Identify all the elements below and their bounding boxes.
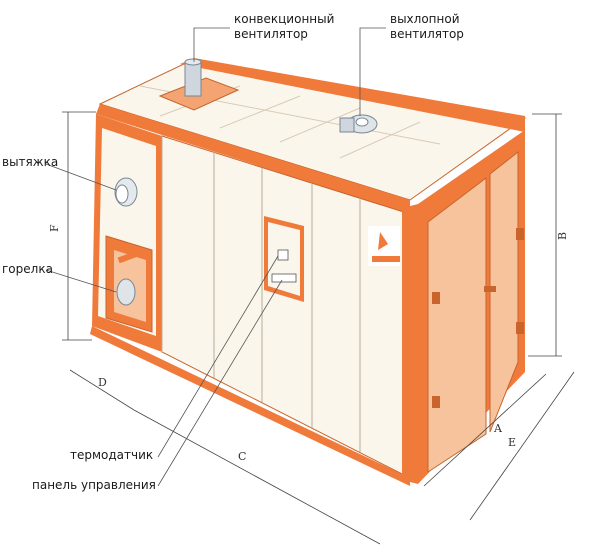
dimension-lines xyxy=(62,111,575,545)
dim-a-label: A xyxy=(493,422,503,435)
convection-fan xyxy=(158,58,240,111)
convection-fan-label-line2: вентилятор xyxy=(234,27,308,41)
dim-e-label: E xyxy=(508,436,516,449)
long-side-wall xyxy=(90,135,418,486)
dim-b-label: B xyxy=(556,232,569,240)
hood-label: вытяжка xyxy=(2,155,59,169)
convection-fan-label-line1: конвекционный xyxy=(234,12,335,26)
convection-fan-label: конвекционный вентилятор xyxy=(234,12,334,42)
burner-label: горелка xyxy=(2,262,53,276)
brand-plate xyxy=(368,226,400,266)
end-face-doors xyxy=(418,130,525,484)
control-panel-label: панель управления xyxy=(32,478,156,492)
dim-c-label: C xyxy=(238,450,246,463)
control-panel-box xyxy=(264,216,304,302)
exhaust-fan-label-line1: выхлопной xyxy=(390,12,460,26)
left-end-wall xyxy=(92,114,162,352)
exhaust-fan-label: выхлопной вентилятор xyxy=(390,12,464,42)
exhaust-fan xyxy=(339,114,378,134)
leader-lines xyxy=(45,27,386,487)
exhaust-fan-label-line2: вентилятор xyxy=(390,27,464,41)
dim-d-label: D xyxy=(98,376,107,389)
thermo-sensor-label: термодатчик xyxy=(70,448,154,462)
dim-f-label: F xyxy=(48,224,61,232)
